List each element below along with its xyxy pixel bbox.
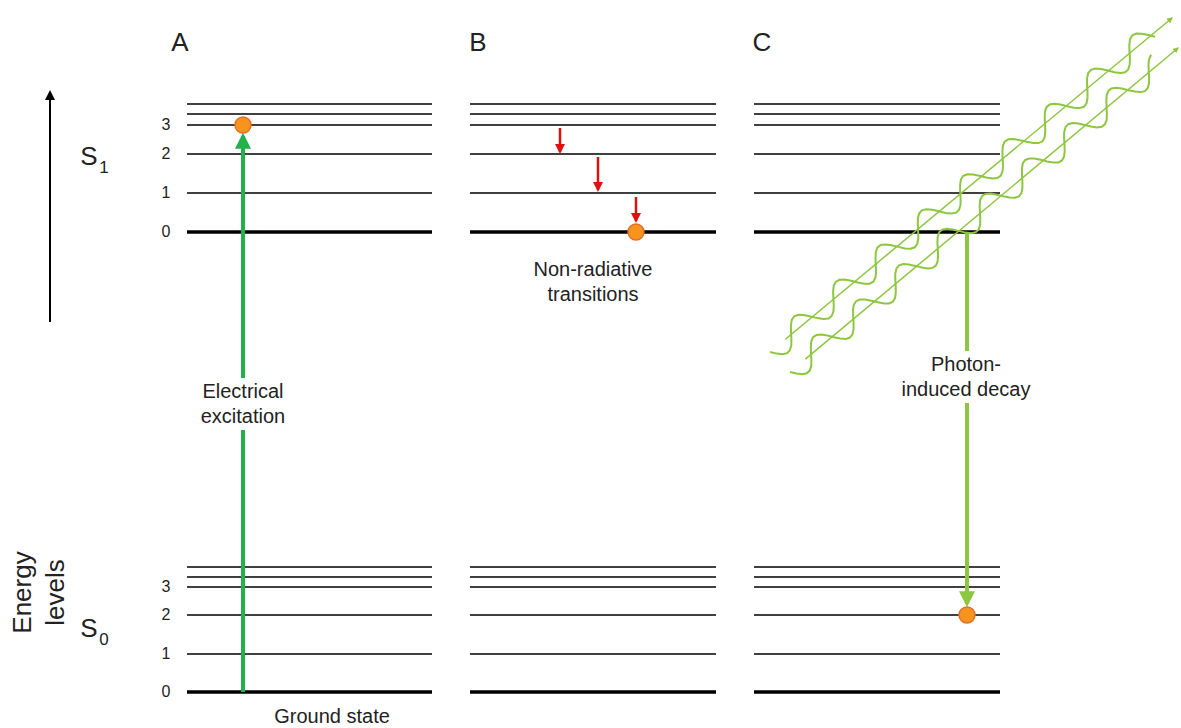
- energy-level-line: [470, 586, 716, 588]
- energy-level-line: [470, 690, 716, 694]
- energy-level-line: [187, 614, 432, 616]
- energy-level-line: [187, 153, 432, 155]
- energy-level-line: [754, 653, 1000, 655]
- process-label: Electrical excitation: [180, 378, 306, 430]
- panel-letter: C: [753, 26, 772, 59]
- energy-level-line: [470, 113, 716, 115]
- state-symbol: S: [80, 140, 97, 173]
- energy-level-line: [754, 690, 1000, 694]
- energy-level-line: [470, 576, 716, 578]
- energy-level-line: [187, 230, 432, 234]
- relaxation-arrow: [597, 157, 600, 190]
- relaxation-arrow: [559, 128, 562, 152]
- electron-dot: [959, 607, 975, 623]
- state-subscript: 0: [99, 629, 108, 650]
- energy-level-line: [187, 192, 432, 194]
- level-number: 1: [162, 183, 171, 203]
- level-number: 2: [162, 605, 171, 625]
- energy-level-line: [187, 124, 432, 126]
- electron-dot: [235, 117, 251, 133]
- photon-direction: [785, 18, 1172, 339]
- panel-letter: A: [171, 26, 188, 59]
- energy-level-line: [754, 576, 1000, 578]
- photon-wave: [770, 34, 1155, 355]
- energy-level-line: [754, 586, 1000, 588]
- energy-level-line: [754, 124, 1000, 126]
- energy-level-line: [470, 614, 716, 616]
- relaxation-arrow: [635, 197, 638, 221]
- process-label: Photon-induced decay: [896, 351, 1037, 403]
- state-symbol: S: [80, 612, 97, 645]
- level-number: 2: [162, 144, 171, 164]
- energy-level-line: [187, 653, 432, 655]
- panel-letter: B: [469, 26, 486, 59]
- decay-arrow: [965, 232, 969, 604]
- photon-waves: [770, 18, 1178, 374]
- energy-levels: [187, 104, 1000, 692]
- energy-level-line: [470, 653, 716, 655]
- energy-level-line: [470, 153, 716, 155]
- energy-level-line: [470, 230, 716, 234]
- energy-level-line: [187, 566, 432, 568]
- energy-level-line: [187, 586, 432, 588]
- energy-level-line: [470, 566, 716, 568]
- energy-level-line: [754, 153, 1000, 155]
- energy-axis: [49, 92, 51, 322]
- energy-level-line: [470, 103, 716, 105]
- energy-level-line: [187, 103, 432, 105]
- level-number: 0: [162, 682, 171, 702]
- energy-level-line: [754, 566, 1000, 568]
- energy-level-line: [187, 576, 432, 578]
- level-number: 1: [162, 644, 171, 664]
- photon-direction: [805, 48, 1178, 359]
- axis-title: Energy levels: [6, 547, 71, 637]
- process-label: Non-radiative transitions: [518, 257, 668, 307]
- state-label: Ground state: [274, 704, 390, 728]
- energy-level-line: [187, 113, 432, 115]
- level-number: 3: [162, 115, 171, 135]
- level-number: 3: [162, 577, 171, 597]
- energy-level-line: [470, 192, 716, 194]
- electron-dot: [628, 224, 644, 240]
- energy-level-line: [754, 113, 1000, 115]
- energy-level-line: [187, 690, 432, 694]
- energy-level-line: [754, 103, 1000, 105]
- photon-wave: [790, 55, 1151, 374]
- state-subscript: 1: [99, 157, 108, 178]
- level-number: 0: [162, 222, 171, 242]
- energy-level-line: [470, 124, 716, 126]
